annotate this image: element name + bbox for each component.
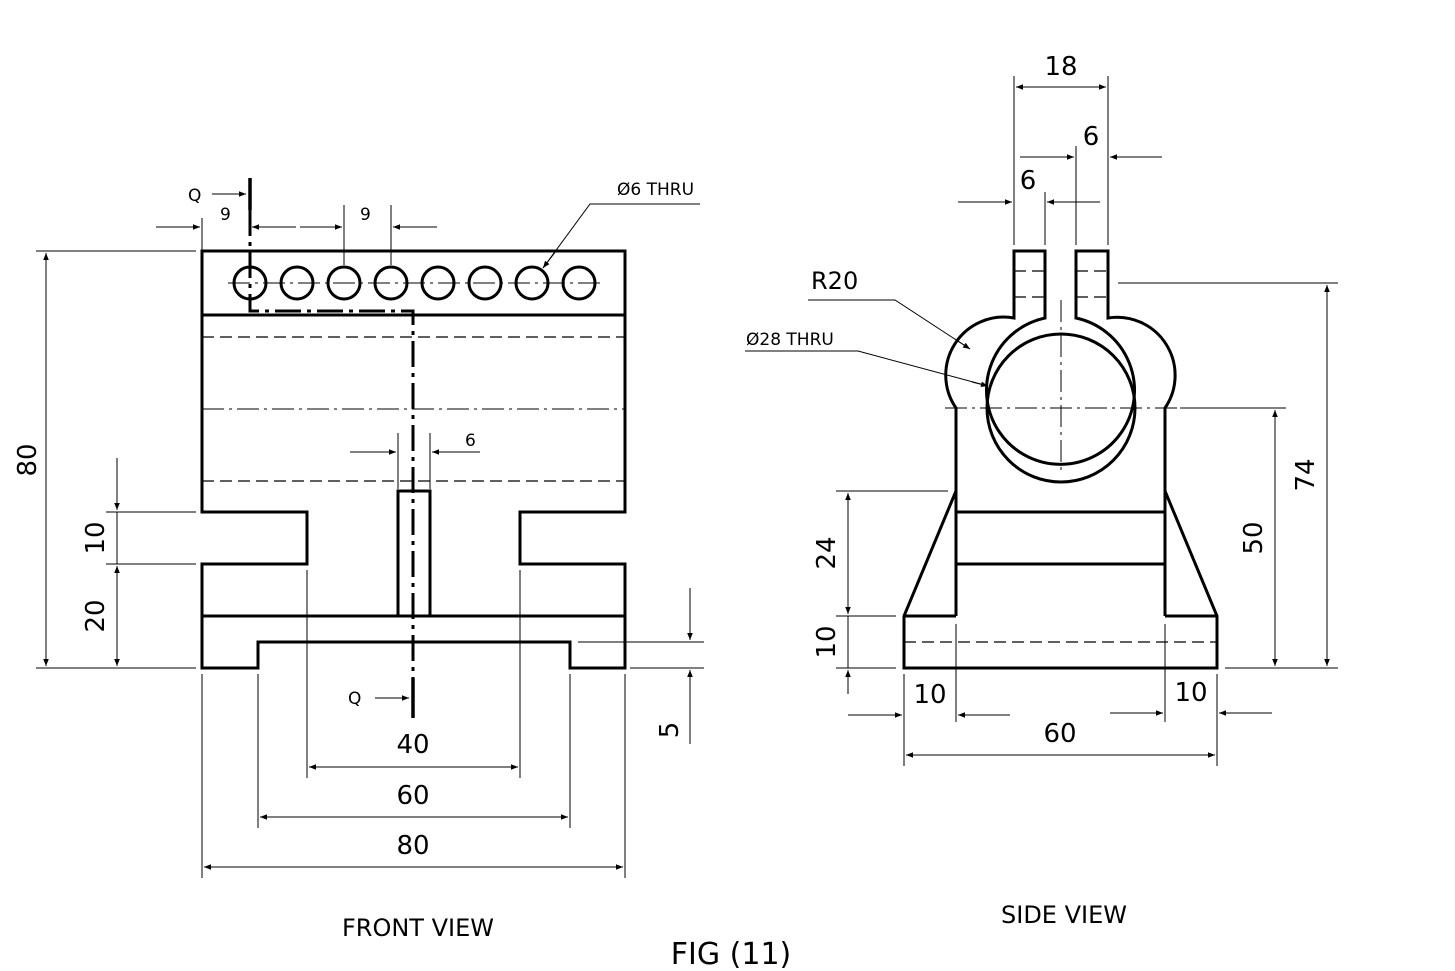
dim-text-slot-upper: 6: [1083, 122, 1100, 152]
note-radius: R20: [808, 267, 971, 350]
dim-slot-6-lower: 6: [958, 166, 1100, 245]
dim-text-pitch: 9: [360, 205, 371, 225]
dim-slot-6: 6: [350, 431, 480, 489]
leader-line: [745, 350, 989, 387]
leader-arrow: [542, 250, 557, 269]
front-view: Q Q 9 9 Ø6 THRU 6: [13, 178, 704, 942]
dim-recess-5: 5: [578, 588, 704, 744]
leader-line: [808, 299, 971, 350]
dim-text-slot-lower: 6: [1020, 166, 1037, 196]
dim-text-rib: 24: [812, 536, 842, 569]
dim-text-width-60: 60: [396, 781, 429, 811]
front-body-outline: [200, 249, 627, 670]
dim-text-base: 10: [812, 625, 842, 658]
dim-text-slot: 6: [465, 431, 476, 451]
leader-arrow: [954, 338, 971, 350]
radius-note-text: R20: [811, 267, 858, 295]
dim-height-80: 80: [13, 250, 196, 669]
dim-text-width-40: 40: [396, 730, 429, 760]
dim-top-18: 18: [1013, 52, 1109, 245]
leader-arrow: [971, 381, 989, 388]
dim-text-foot-left: 10: [913, 680, 946, 710]
dim-text-width-60: 60: [1043, 719, 1076, 749]
dim-height-50: 50: [1180, 407, 1286, 666]
dim-text-width-80: 80: [396, 831, 429, 861]
bore-note-text: Ø28 THRU: [746, 330, 834, 350]
dim-text-foot-right: 10: [1174, 678, 1207, 708]
front-hole-row: [228, 265, 602, 301]
note-hole-thru: Ø6 THRU: [542, 180, 700, 269]
dim-text-recess: 5: [655, 722, 685, 739]
dim-height-74: 74: [1118, 282, 1338, 669]
section-plane-q: Q Q: [188, 178, 415, 718]
dim-text-height: 80: [13, 443, 43, 476]
leader-line: [542, 203, 700, 269]
section-label-bottom: Q: [348, 689, 361, 709]
note-bore-thru: Ø28 THRU: [745, 330, 989, 388]
dim-feet: 10 10: [848, 624, 1272, 766]
dim-notch-base: 10 20: [81, 458, 196, 666]
side-view-label: SIDE VIEW: [1001, 901, 1127, 929]
dim-width-60: 60: [906, 719, 1215, 758]
dim-text-top: 18: [1044, 52, 1077, 82]
dim-text-height-50: 50: [1239, 521, 1269, 554]
dim-text-base: 20: [81, 599, 111, 632]
hole-note-text: Ø6 THRU: [617, 180, 694, 200]
cut-plane-path: [248, 210, 415, 690]
figure-caption: FIG (11): [671, 937, 791, 971]
dim-text-pitch: 9: [220, 205, 231, 225]
section-label-top: Q: [188, 186, 201, 206]
dim-pitch-9: 9 9: [156, 205, 437, 265]
dim-text-height-74: 74: [1291, 458, 1321, 491]
dim-rib-base: 24 10: [812, 490, 948, 694]
dim-slot-6-upper: 6: [1020, 122, 1162, 245]
side-body-outline: [902, 249, 1219, 670]
dim-widths: 40 60 80: [201, 570, 626, 878]
side-view: 18 6 6 R20 Ø28 THRU: [745, 52, 1338, 929]
dim-text-notch: 10: [81, 521, 111, 554]
front-view-label: FRONT VIEW: [342, 914, 494, 942]
